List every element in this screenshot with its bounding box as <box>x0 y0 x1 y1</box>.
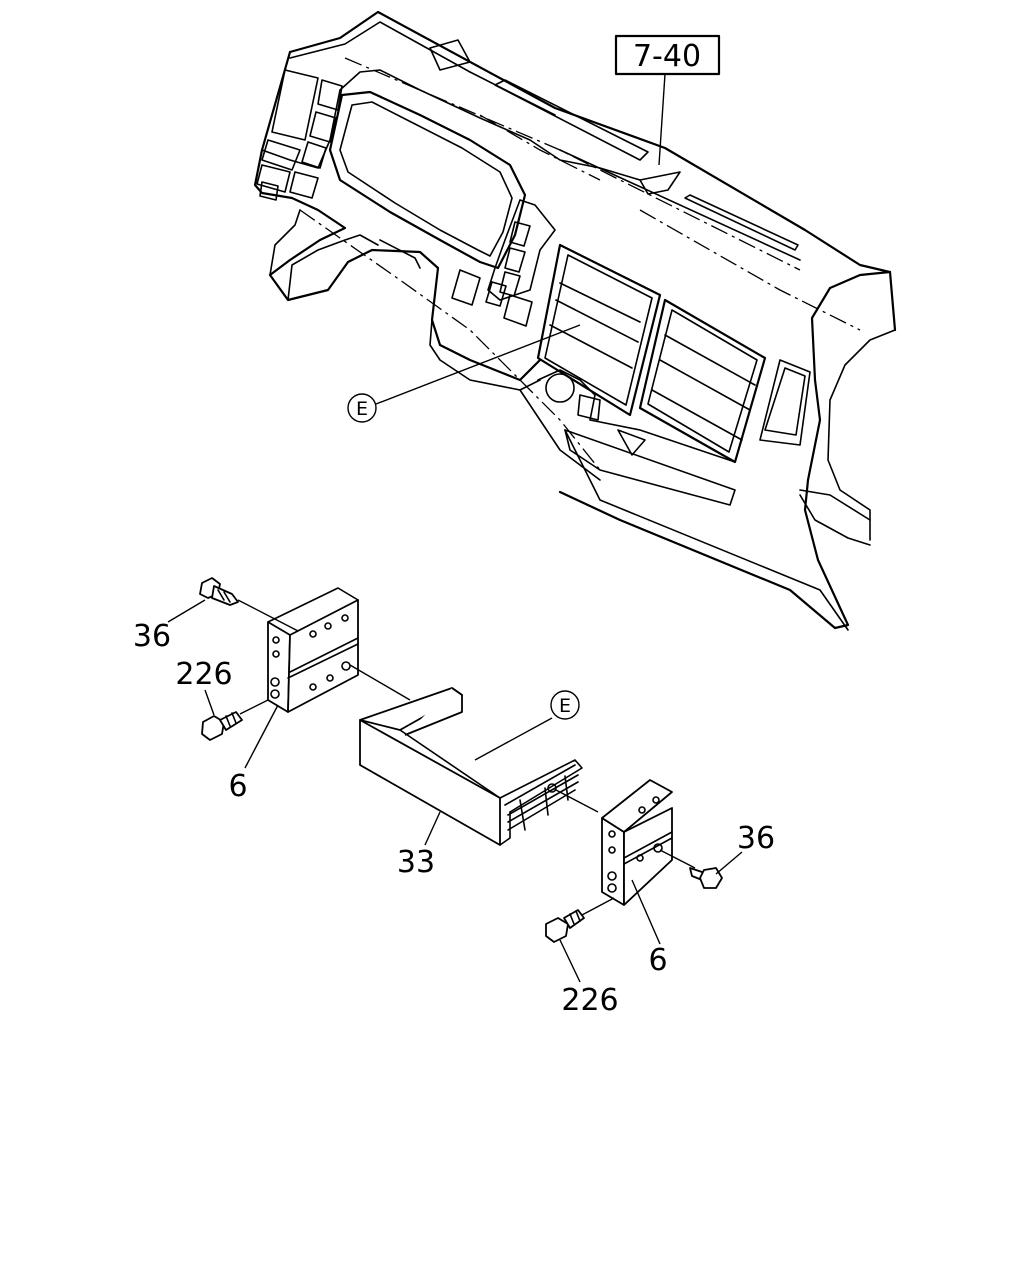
label-33: 33 <box>397 845 435 880</box>
label-36-right: 36 <box>737 821 775 856</box>
bracket-6-right <box>601 779 696 906</box>
label-6-right: 6 <box>648 943 667 978</box>
label-226-upper-left: 226 <box>175 657 232 692</box>
label-226-lower-right: 226 <box>561 983 618 1018</box>
screw-36-upper-left <box>199 577 301 633</box>
dashboard-panel <box>253 10 897 631</box>
reference-box: 7-40 <box>614 34 721 166</box>
label-36-upper-left: 36 <box>133 619 171 654</box>
pocket-33 <box>359 687 599 846</box>
callout-e-dashboard: E <box>347 324 581 423</box>
bracket-6-left <box>267 587 411 713</box>
reference-box-text: 7-40 <box>633 39 701 74</box>
label-6-left: 6 <box>228 769 247 804</box>
callout-e-parts: E <box>550 690 580 720</box>
bolt-226-lower-right <box>545 897 615 943</box>
callout-e-dashboard-text: E <box>356 398 368 420</box>
callout-e-parts-text: E <box>559 695 571 717</box>
screw-36-right <box>689 867 723 889</box>
bolt-226-upper-left <box>201 697 273 741</box>
